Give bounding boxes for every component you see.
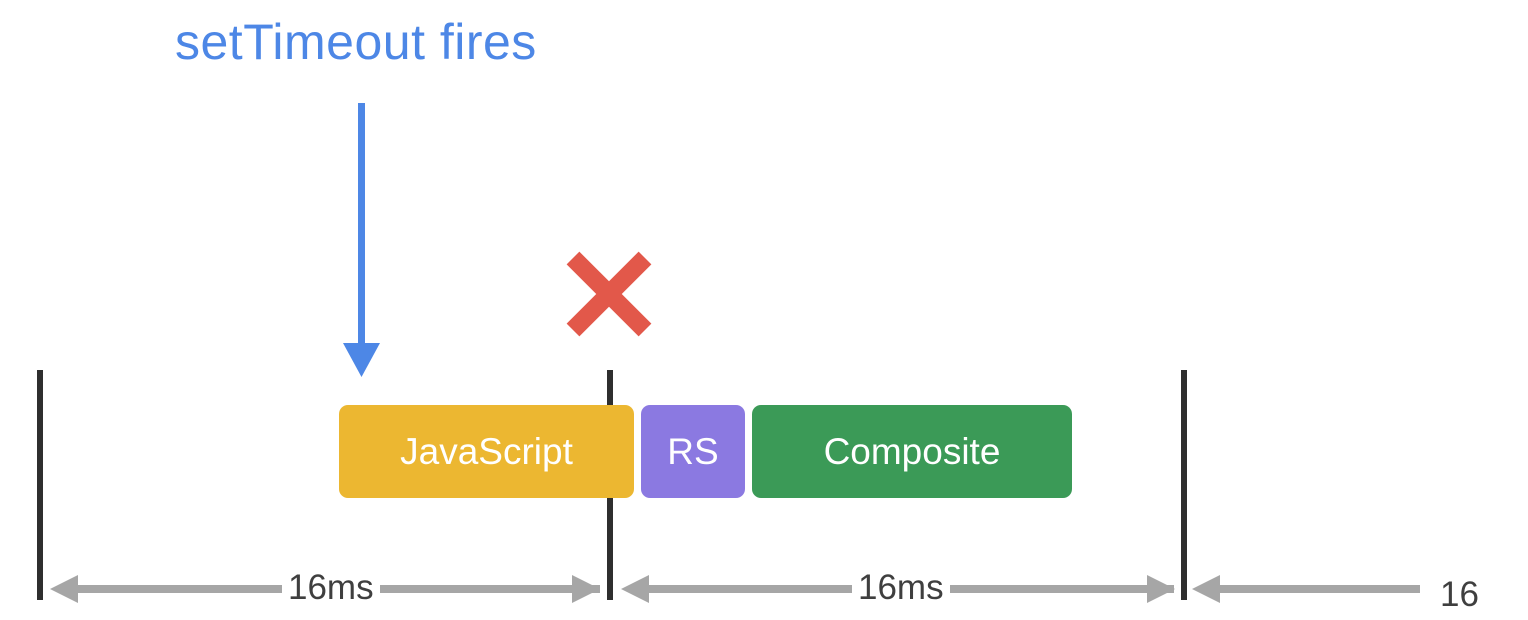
javascript-task-label: JavaScript: [400, 430, 573, 472]
settimeout-label: setTimeout fires: [175, 14, 537, 70]
arrow-down-icon: [343, 103, 380, 377]
rs-task-label: RS: [667, 430, 719, 472]
interval-label: 16ms: [852, 568, 950, 608]
interval-label: 16ms: [282, 568, 380, 608]
interval-label: 16: [1434, 575, 1485, 615]
cross-icon: [566, 251, 652, 337]
composite-task: Composite: [752, 405, 1072, 498]
interval-arrow-3: [1192, 575, 1420, 603]
composite-task-label: Composite: [823, 430, 1001, 472]
frame-boundary: [37, 370, 43, 600]
rs-task: RS: [641, 405, 745, 498]
frame-boundary: [1181, 370, 1187, 600]
javascript-task: JavaScript: [339, 405, 634, 498]
